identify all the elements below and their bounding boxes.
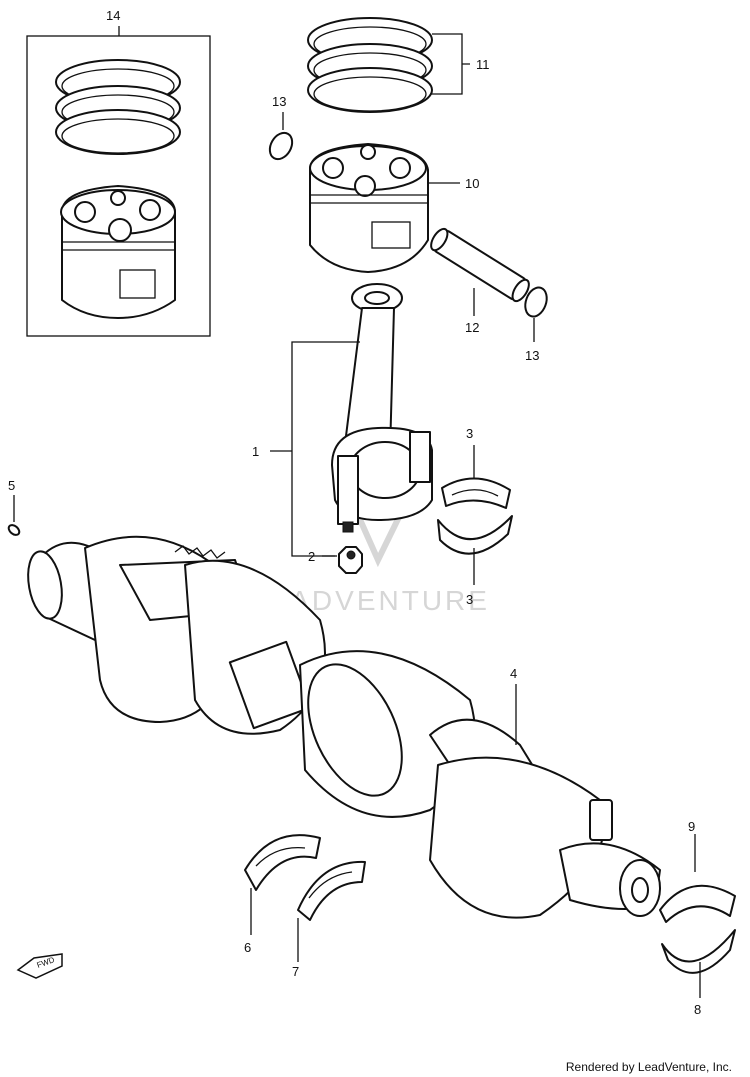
dowel-pin-5 (7, 524, 21, 536)
callout-3-upper: 3 (466, 426, 473, 441)
callout-10: 10 (465, 176, 479, 191)
rod-bearing-3-upper (441, 477, 511, 509)
callout-12: 12 (465, 320, 479, 335)
callout-8: 8 (694, 1002, 701, 1017)
callout-6: 6 (244, 940, 251, 955)
piston-rings-11 (307, 17, 433, 113)
callout-7: 7 (292, 964, 299, 979)
circlip-13-upper (268, 131, 294, 161)
piston-10 (309, 143, 429, 273)
main-bearing-8 (661, 929, 736, 974)
piston-ring-set-14 (55, 59, 181, 155)
callout-3-lower: 3 (466, 592, 473, 607)
callout-11: 11 (476, 57, 490, 72)
main-bearing-7 (297, 860, 366, 921)
callout-2: 2 (308, 549, 315, 564)
crankshaft-4 (27, 535, 661, 919)
piston-14 (60, 185, 176, 319)
callout-1: 1 (252, 444, 259, 459)
callout-5: 5 (8, 478, 15, 493)
footer-credit: Rendered by LeadVenture, Inc. (565, 1060, 732, 1074)
rod-bearing-3-lower (437, 515, 513, 555)
callout-4: 4 (510, 666, 517, 681)
callout-13-upper: 13 (272, 94, 286, 109)
callout-9: 9 (688, 819, 695, 834)
main-bearing-6 (244, 834, 321, 891)
callout-13-lower: 13 (525, 348, 539, 363)
main-bearing-9 (659, 884, 736, 923)
circlip-13-lower (524, 286, 548, 318)
rod-nut-2 (338, 546, 363, 574)
connecting-rod-1 (331, 283, 433, 533)
fwd-arrow: FWD (16, 953, 63, 979)
callout-14: 14 (106, 8, 120, 23)
piston-pin-12 (430, 227, 530, 303)
